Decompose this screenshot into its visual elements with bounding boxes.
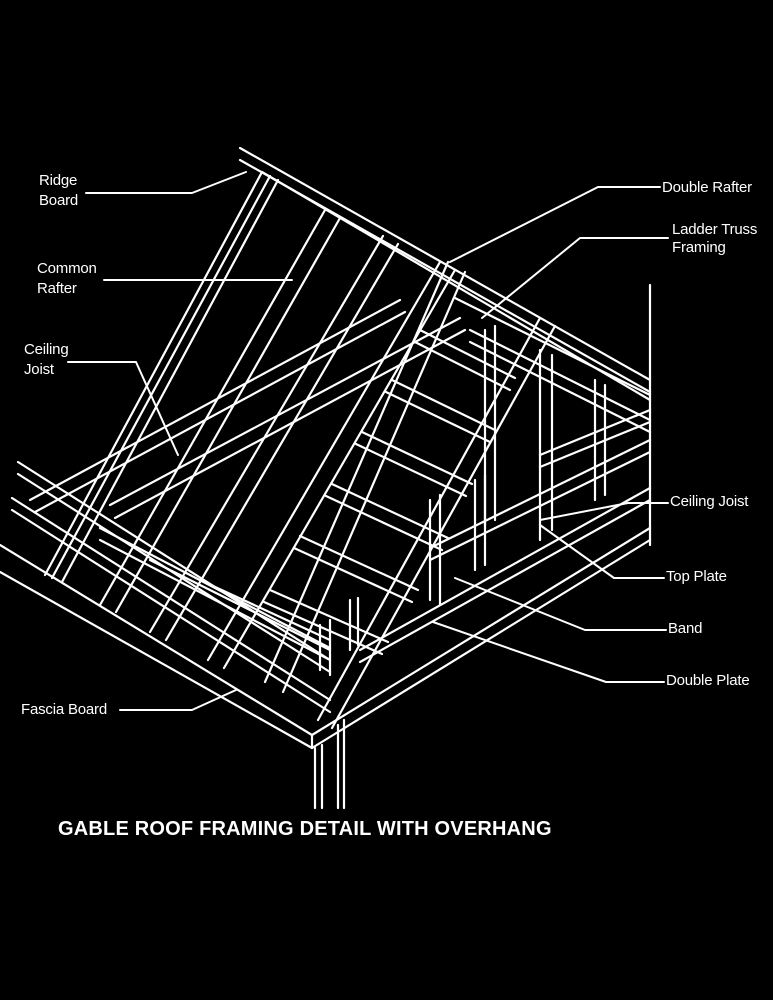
corner-post (313, 718, 346, 810)
ladder-truss-framing-label-line1: Ladder Truss (672, 221, 758, 238)
ceiling-joist-right-label: Ceiling Joist (670, 493, 749, 510)
double-rafter-label: Double Rafter (662, 179, 752, 196)
wall-studs (318, 324, 607, 677)
double-plate-label: Double Plate (666, 672, 750, 689)
ladder-truss-framing-label: Ladder Truss Framing (672, 221, 757, 257)
common-rafters (43, 170, 457, 670)
leader-lines (67, 171, 669, 711)
ridge-board-label-line2: Board (39, 192, 79, 209)
ridge-board-label-line1: Ridge (39, 172, 78, 189)
double-plate (310, 486, 652, 750)
ladder-truss-rungs (262, 328, 517, 656)
common-rafter-label-line1: Common (37, 260, 97, 277)
ridge-board-label: Ridge Board (39, 171, 78, 211)
band-label: Band (668, 620, 703, 637)
common-rafter-label: Common Rafter (37, 259, 97, 299)
fascia-board-label: Fascia Board (21, 701, 107, 718)
common-rafter-label-line2: Rafter (37, 280, 77, 297)
ceiling-joists (28, 298, 467, 662)
top-plate (428, 296, 652, 562)
ceiling-joist-left-label-line1: Ceiling (24, 341, 69, 358)
ridge-board (238, 146, 652, 402)
ceiling-joist-left-label: Ceiling Joist (24, 340, 69, 380)
diagram-caption: GABLE ROOF FRAMING DETAIL WITH OVERHANG (58, 818, 552, 840)
ceiling-joist-left-label-line2: Joist (24, 361, 54, 378)
top-plate-label: Top Plate (666, 568, 727, 585)
ladder-truss-framing-label-line2: Framing (672, 239, 726, 256)
